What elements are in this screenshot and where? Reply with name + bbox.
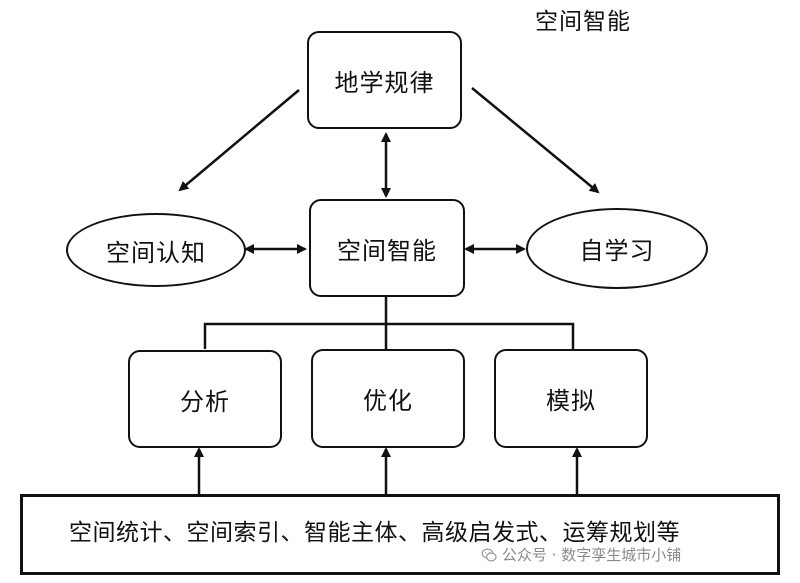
analysis-box: 分析 [128,350,282,448]
diagram-title: 空间智能 [535,9,631,35]
watermark-text: 公众号 · 数字孪生城市小铺 [502,546,682,564]
methods-box: 空间统计、空间索引、智能主体、高级启发式、运筹规划等 公众号 · 数字孪生城市小… [20,494,780,575]
optimization-box: 优化 [311,349,465,448]
arrow-top-to-right [471,87,600,194]
methods-label: 空间统计、空间索引、智能主体、高级启发式、运筹规划等 [69,520,680,546]
self-learning-label: 自学习 [579,237,655,265]
optimization-label: 优化 [363,387,413,415]
branch-horizontal-connector [203,322,575,349]
simulation-label: 模拟 [546,387,596,415]
arrow-top-to-left [178,89,300,192]
self-learning-ellipse: 自学习 [526,208,708,289]
geoscience-laws-label: 地学规律 [334,68,435,97]
spatial-intelligence-box: 空间智能 [309,199,465,297]
spatial-intelligence-label: 空间智能 [337,236,437,265]
spatial-cognition-ellipse: 空间认知 [66,213,246,287]
simulation-box: 模拟 [494,349,648,448]
geoscience-laws-box: 地学规律 [307,31,462,129]
wechat-icon [481,547,497,562]
watermark: 公众号 · 数字孪生城市小铺 [481,544,681,565]
spatial-cognition-label: 空间认知 [106,238,206,267]
analysis-label: 分析 [180,387,230,416]
